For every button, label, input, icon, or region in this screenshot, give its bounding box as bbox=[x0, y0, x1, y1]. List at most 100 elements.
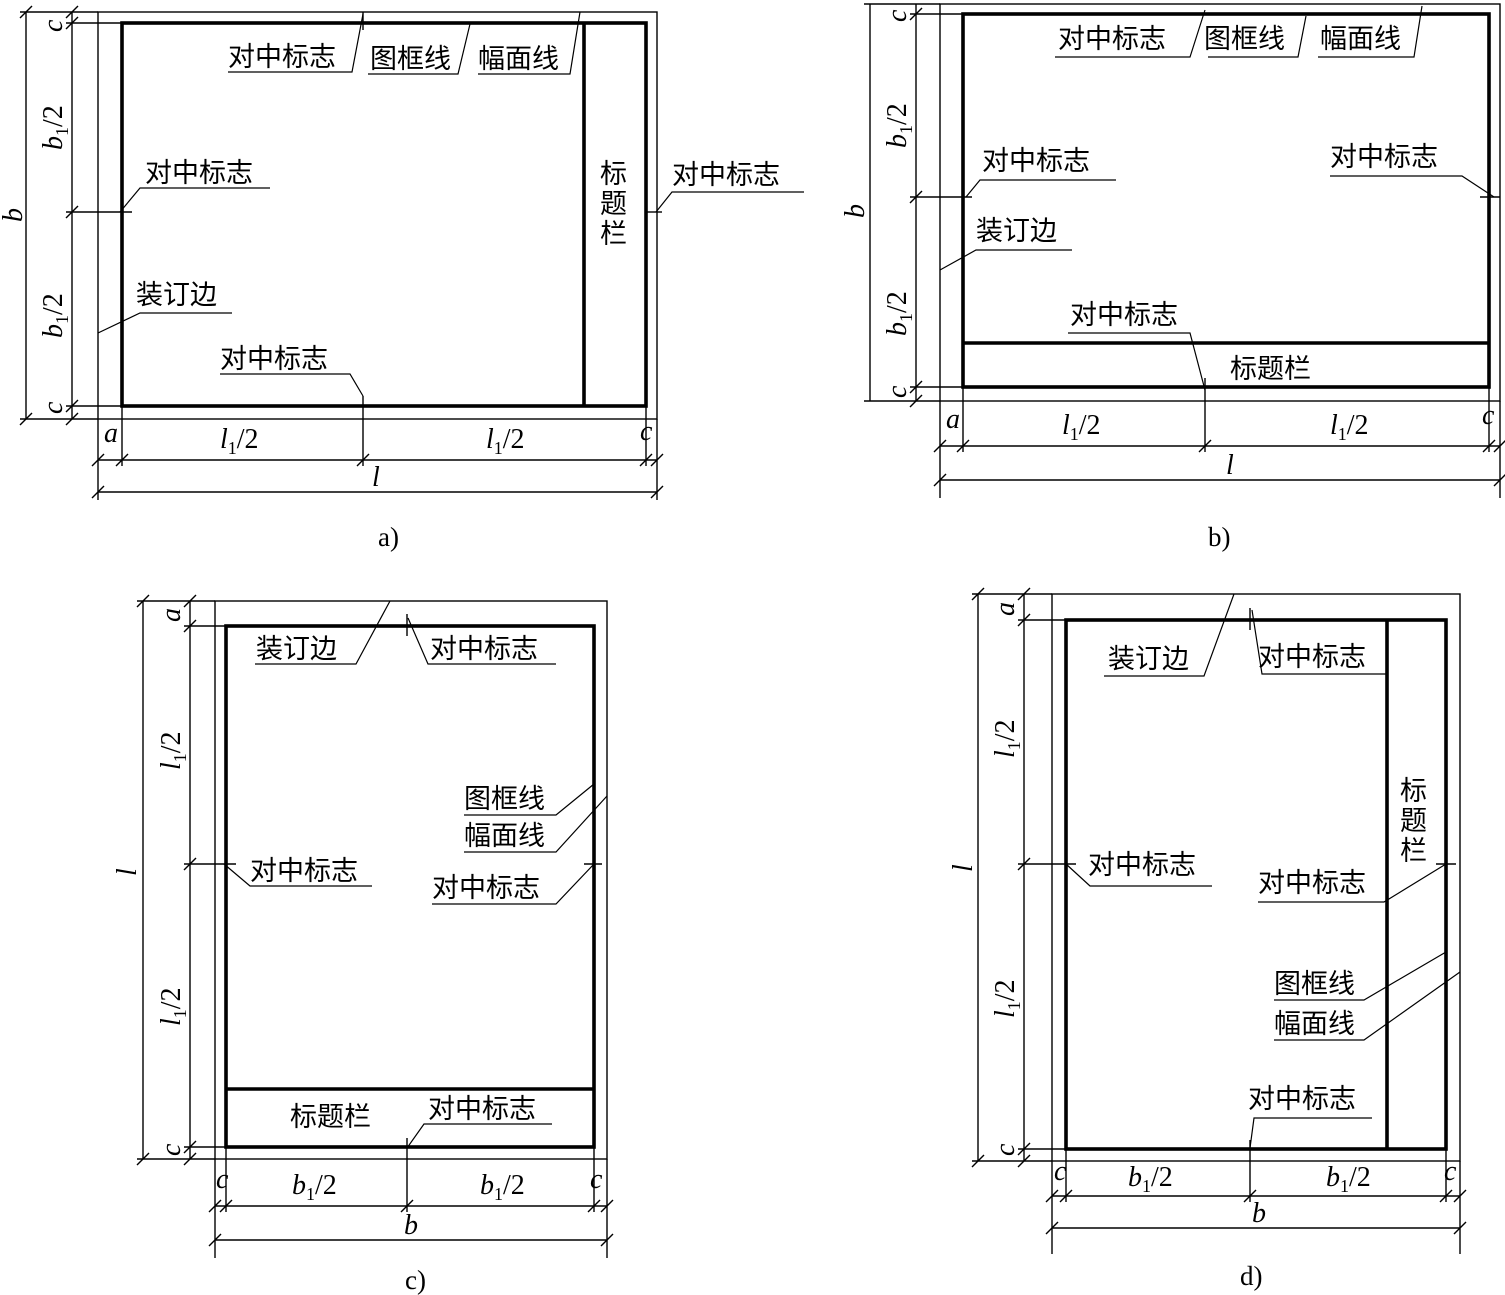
panel-d-leader-sheet bbox=[1274, 971, 1461, 1041]
panel-b-caption: b) bbox=[1208, 522, 1231, 552]
panel-b-label-sheet: 幅面线 bbox=[1320, 24, 1401, 55]
panel-c-dim-l: l bbox=[112, 868, 143, 876]
panel-b-dim-b: b bbox=[840, 204, 871, 218]
panel-a-frame-line bbox=[120, 21, 648, 408]
panel-c-leader-left-centering bbox=[223, 863, 372, 887]
panel-c-label-title-block: 标题栏 bbox=[290, 1102, 371, 1133]
panel-a: 对中标志 图框线 幅面线 对中标志 装订边 对中标志 对中标志 标 题 栏 b bbox=[0, 5, 804, 552]
panel-d-title-block-char-2: 题 bbox=[1400, 806, 1427, 837]
panel-d-leader-frame bbox=[1274, 951, 1447, 1001]
panel-d-leader-right-centering bbox=[1258, 863, 1447, 903]
panel-a-caption: a) bbox=[378, 522, 399, 552]
panel-b-label-right-centering: 对中标志 bbox=[1330, 142, 1438, 173]
panel-a-label-bottom-centering: 对中标志 bbox=[220, 344, 328, 375]
panel-b-leader-frame bbox=[1208, 15, 1307, 58]
panel-b-label-binding: 装订边 bbox=[976, 216, 1057, 247]
panel-b-leader-sheet bbox=[1318, 5, 1423, 58]
panel-d-dim-l1-half-bottom: l1/2 bbox=[990, 979, 1024, 1018]
panel-a-leader-left-centering bbox=[119, 187, 270, 213]
panel-b-dim-l1-half-right: l1/2 bbox=[1330, 410, 1369, 444]
panel-c-leader-sheet bbox=[464, 795, 608, 853]
panel-b-leader-right-centering bbox=[1330, 175, 1495, 198]
panel-c-dim-a-top: a bbox=[156, 608, 187, 622]
panel-b-dim-c-bottom: c bbox=[882, 385, 913, 398]
panel-d-label-sheet: 幅面线 bbox=[1274, 1009, 1355, 1040]
panel-d-sheet-line bbox=[1051, 593, 1461, 1162]
panel-d-caption: d) bbox=[1240, 1261, 1263, 1291]
panel-a-dim-l: l bbox=[372, 462, 380, 493]
panel-a-dim-b1-half-top: b1/2 bbox=[38, 105, 72, 150]
panel-b-frame-line bbox=[961, 12, 1491, 389]
panel-d-dim-b: b bbox=[1252, 1198, 1266, 1229]
panel-c-label-left-centering: 对中标志 bbox=[250, 856, 358, 887]
panel-c-caption: c) bbox=[405, 1265, 426, 1295]
panel-d-leader-left-centering bbox=[1065, 863, 1212, 887]
panel-a-leader-binding bbox=[97, 312, 232, 334]
panel-a-dim-b: b bbox=[0, 208, 29, 222]
panel-b-dim-a: a bbox=[946, 404, 960, 435]
panel-a-label-top-centering: 对中标志 bbox=[228, 42, 336, 73]
panel-d-ext-left bbox=[971, 587, 1066, 1168]
panel-a-dim-b1-half-bottom: b1/2 bbox=[38, 293, 72, 338]
panel-a-sheet-line bbox=[97, 11, 658, 420]
panel-b-leader-left-centering bbox=[965, 179, 1116, 198]
panel-d-frame-line bbox=[1064, 618, 1448, 1151]
panel-c-ext-left bbox=[136, 594, 226, 1166]
panel-a-title-block-char-2: 题 bbox=[600, 189, 627, 220]
panel-d-dim-l: l bbox=[948, 864, 979, 872]
panel-c-label-frame: 图框线 bbox=[464, 784, 545, 815]
panel-d-dim-a-top: a bbox=[990, 602, 1021, 616]
panel-a-dim-c-bottom: c bbox=[38, 401, 69, 414]
panel-b-ext-left bbox=[864, 3, 963, 408]
panel-d-dim-l1-half-top: l1/2 bbox=[990, 719, 1024, 758]
panel-d-leader-bottom-centering bbox=[1249, 1117, 1372, 1149]
panel-d-ext-bottom-dims bbox=[1045, 1149, 1467, 1254]
panel-d-leader-top-centering bbox=[1251, 609, 1386, 675]
panel-b-dim-l: l bbox=[1226, 450, 1234, 481]
panel-c-leader-top-centering bbox=[407, 617, 556, 665]
panel-a-leader-sheet bbox=[478, 11, 581, 75]
panel-c-label-bottom-centering: 对中标志 bbox=[428, 1094, 536, 1125]
panel-c-dim-c-right: c bbox=[590, 1164, 603, 1195]
panel-b-dim-b1-half-top: b1/2 bbox=[882, 103, 916, 148]
panel-d-dim-c-left: c bbox=[1054, 1156, 1067, 1187]
panel-b-sheet-line bbox=[939, 3, 1501, 402]
panel-a-label-sheet: 幅面线 bbox=[478, 44, 559, 75]
panel-c-leader-bottom-centering bbox=[406, 1123, 552, 1149]
panel-a-dim-a: a bbox=[104, 418, 118, 449]
panel-a-ext-bottom-dims bbox=[91, 406, 664, 500]
panel-c-ext-bottom-dims bbox=[208, 1147, 614, 1258]
panel-a-leader-right-centering bbox=[655, 191, 804, 213]
panel-c-dim-l1-half-top: l1/2 bbox=[156, 731, 190, 770]
panel-c-label-binding: 装订边 bbox=[256, 634, 337, 665]
panel-d-label-frame: 图框线 bbox=[1274, 969, 1355, 1000]
panel-a-title-block-char-3: 栏 bbox=[600, 219, 627, 250]
panel-a-label-right-centering: 对中标志 bbox=[672, 160, 780, 191]
panel-b-label-bottom-centering: 对中标志 bbox=[1070, 300, 1178, 331]
panel-d-label-top-centering: 对中标志 bbox=[1258, 642, 1366, 673]
panel-d-leader-binding bbox=[1104, 593, 1235, 677]
panel-d-dim-b1-half-left: b1/2 bbox=[1128, 1162, 1173, 1196]
panel-d-label-bottom-centering: 对中标志 bbox=[1248, 1084, 1356, 1115]
panel-c-label-top-centering: 对中标志 bbox=[430, 634, 538, 665]
panel-a-leader-frame bbox=[368, 23, 471, 75]
panel-c-leader-binding bbox=[255, 600, 391, 665]
panel-a-dim-l1-half-left: l1/2 bbox=[220, 424, 259, 458]
panel-c-dim-l1-half-bottom: l1/2 bbox=[156, 987, 190, 1026]
panel-a-dim-l1-half-right: l1/2 bbox=[486, 424, 525, 458]
panel-b-leader-binding bbox=[939, 249, 1072, 271]
panel-a-label-left-centering: 对中标志 bbox=[145, 158, 253, 189]
panel-a-label-binding: 装订边 bbox=[136, 280, 217, 311]
panel-c-dim-b1-half-right: b1/2 bbox=[480, 1170, 525, 1204]
panel-d-title-block-char-3: 栏 bbox=[1400, 836, 1427, 867]
panel-c-sheet-line bbox=[214, 600, 608, 1160]
panel-d-title-block-char-1: 标 bbox=[1400, 776, 1427, 807]
panel-b-label-frame: 图框线 bbox=[1204, 24, 1285, 55]
panel-c-leader-right-centering bbox=[432, 863, 595, 905]
panel-d-label-left-centering: 对中标志 bbox=[1088, 850, 1196, 881]
panel-d-label-binding: 装订边 bbox=[1108, 644, 1189, 675]
panel-b-dim-c-right: c bbox=[1482, 400, 1495, 431]
panel-d-dim-b1-half-right: b1/2 bbox=[1326, 1162, 1371, 1196]
panel-a-title-block-char-1: 标 bbox=[600, 159, 627, 190]
